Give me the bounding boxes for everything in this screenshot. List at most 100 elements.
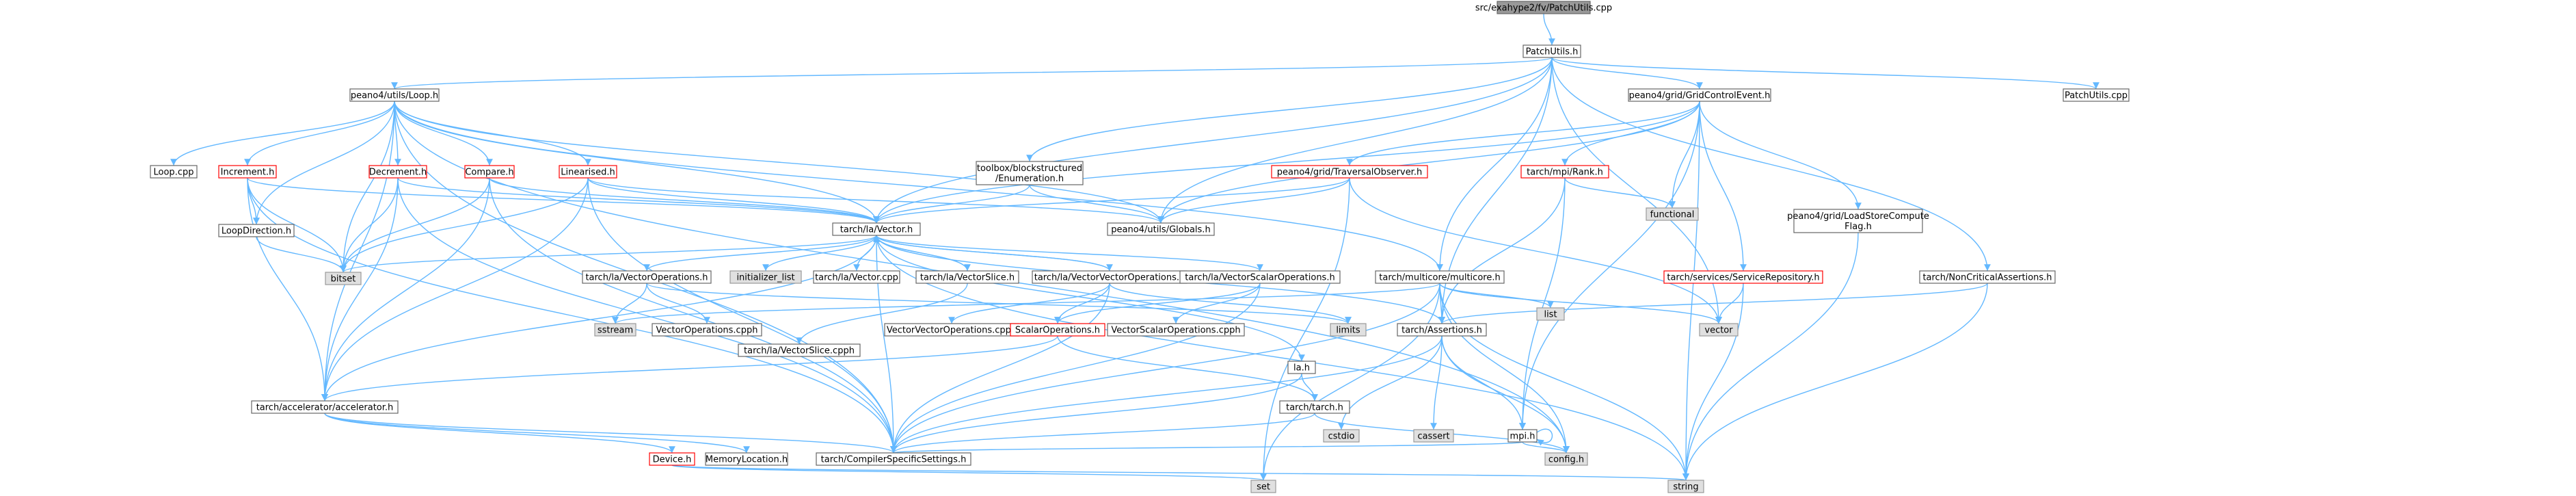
node-vecops_cpp[interactable]: VectorOperations.cpph: [652, 323, 762, 337]
node-label-device: Device.h: [653, 455, 692, 465]
edge-vector_h-to-init_list: [762, 235, 877, 272]
node-box-root: [1497, 1, 1591, 14]
node-box-cstdio: [1323, 429, 1360, 443]
edge-decrement-to-accelerator: [321, 177, 399, 402]
node-label-sstream: sstream: [598, 326, 633, 336]
edge-gridcontrol-to-mpirank: [1561, 101, 1700, 166]
edge-device-to-set: [671, 465, 1267, 481]
node-noncrit[interactable]: tarch/NonCriticalAssertions.h: [1919, 270, 2056, 284]
node-vector_cpp[interactable]: tarch/la/Vector.cpp: [813, 270, 900, 284]
node-box-blockenum: [976, 161, 1084, 185]
edge-vecvecops-to-vector_h: [873, 235, 1110, 272]
node-box-vecscalops: [1179, 270, 1341, 284]
edge-vecscalops-to-vecscalops_cpp: [1172, 283, 1261, 324]
node-globals[interactable]: peano4/utils/Globals.h: [1107, 222, 1215, 236]
node-label-servicerepo: tarch/services/ServiceRepository.h: [1667, 273, 1819, 283]
edge-root-to-patchutils_h: [1543, 13, 1555, 46]
node-label-la_h: la.h: [1293, 363, 1310, 374]
edges-layer: [170, 13, 2099, 481]
node-box-vector_cpp: [813, 270, 900, 284]
node-memloc[interactable]: MemoryLocation.h: [705, 452, 788, 466]
node-vecslice_cpp[interactable]: tarch/la/VectorSlice.cpph: [738, 343, 861, 357]
node-vecscalops_cpp[interactable]: VectorScalarOperations.cpph: [1107, 323, 1245, 337]
node-box-decrement: [368, 165, 427, 179]
node-label-increment: Increment.h: [221, 168, 275, 178]
edge-multicore-to-compiler: [890, 283, 1440, 454]
node-assertions[interactable]: tarch/Assertions.h: [1397, 323, 1487, 337]
node-box-patchutils_cpp: [2063, 88, 2130, 102]
node-label-noncrit: tarch/NonCriticalAssertions.h: [1922, 273, 2052, 283]
edge-vector_h-to-vecops: [643, 235, 877, 272]
node-vector_h[interactable]: tarch/la/Vector.h: [832, 222, 921, 236]
edge-assertions-to-compiler: [890, 335, 1443, 454]
node-label-compare: Compare.h: [465, 168, 513, 178]
node-box-sstream: [594, 323, 636, 337]
node-decrement[interactable]: Decrement.h: [368, 165, 427, 179]
node-gridcontrol[interactable]: peano4/grid/GridControlEvent.h: [1628, 88, 1771, 102]
node-linearised[interactable]: Linearised.h: [559, 165, 617, 179]
node-mpirank[interactable]: tarch/mpi/Rank.h: [1520, 165, 1609, 179]
node-compiler[interactable]: tarch/CompilerSpecificSettings.h: [816, 452, 971, 466]
edge-patchutils_h-to-vector_h: [873, 57, 1553, 224]
edge-loop_h-to-bitset: [340, 101, 395, 273]
node-label-mpirank: tarch/mpi/Rank.h: [1527, 168, 1603, 178]
node-loop_cpp[interactable]: Loop.cpp: [150, 165, 198, 179]
node-label-blockenum: /Enumeration.h: [995, 174, 1064, 184]
node-box-cassert: [1413, 429, 1454, 443]
node-vecops[interactable]: tarch/la/VectorOperations.h: [582, 270, 712, 284]
edge-accelerator-to-memloc: [324, 413, 750, 454]
node-label-vecops: tarch/la/VectorOperations.h: [585, 273, 708, 283]
edge-loop_h-to-globals: [394, 101, 1164, 224]
node-servicerepo[interactable]: tarch/services/ServiceRepository.h: [1663, 270, 1823, 284]
node-label-patchutils_h: PatchUtils.h: [1526, 47, 1579, 57]
node-mpi_h[interactable]: mpi.h: [1507, 429, 1538, 443]
node-label-memloc: MemoryLocation.h: [706, 455, 788, 465]
node-traversal[interactable]: peano4/grid/TraversalObserver.h: [1271, 165, 1428, 179]
node-label-vecslice: tarch/la/VectorSlice.h: [920, 273, 1015, 283]
edge-servicerepo-to-string: [1682, 283, 1744, 481]
node-accelerator[interactable]: tarch/accelerator/accelerator.h: [251, 400, 399, 414]
node-loop_h[interactable]: peano4/utils/Loop.h: [349, 88, 440, 102]
edge-vector_h-to-bitset: [340, 235, 877, 273]
node-box-mpirank: [1520, 165, 1609, 179]
edge-gridcontrol-to-vector_h: [873, 101, 1700, 224]
node-root[interactable]: src/exahype2/fv/PatchUtils.cpp: [1475, 1, 1612, 14]
node-label-loadstore: Flag.h: [1844, 222, 1872, 232]
node-multicore[interactable]: tarch/multicore/multicore.h: [1375, 270, 1505, 284]
node-box-vector_h: [832, 222, 921, 236]
node-string: string: [1667, 480, 1704, 493]
node-box-vecslice_cpp: [738, 343, 861, 357]
node-loopdir[interactable]: LoopDirection.h: [218, 224, 295, 237]
edge-multicore-to-list: [1439, 283, 1554, 309]
node-box-patchutils_h: [1522, 44, 1581, 58]
node-la_h[interactable]: la.h: [1287, 361, 1316, 374]
node-patchutils_cpp[interactable]: PatchUtils.cpp: [2063, 88, 2130, 102]
node-vecvecops[interactable]: tarch/la/VectorVectorOperations.h: [1032, 270, 1188, 284]
edge-accelerator-to-device: [324, 413, 675, 454]
node-vecvecops_cpp[interactable]: VectorVectorOperations.cpph: [884, 323, 1019, 337]
node-scalarops[interactable]: ScalarOperations.h: [1010, 323, 1105, 337]
node-blockenum[interactable]: toolbox/blockstructured/Enumeration.h: [976, 161, 1084, 185]
edge-traversal-to-set: [1260, 177, 1350, 481]
edge-linearised-to-vector_h: [587, 177, 880, 224]
node-box-mpi_h: [1507, 429, 1538, 443]
node-compare[interactable]: Compare.h: [464, 165, 515, 179]
node-vecscalops[interactable]: tarch/la/VectorScalarOperations.h: [1179, 270, 1341, 284]
node-box-compare: [464, 165, 515, 179]
node-increment[interactable]: Increment.h: [218, 165, 277, 179]
edge-increment-to-vector_h: [247, 177, 880, 224]
node-box-assertions: [1397, 323, 1487, 337]
node-device[interactable]: Device.h: [649, 452, 695, 466]
node-label-traversal: peano4/grid/TraversalObserver.h: [1277, 168, 1422, 178]
node-box-la_h: [1287, 361, 1316, 374]
node-box-limits: [1330, 323, 1367, 337]
node-tarch_h[interactable]: tarch/tarch.h: [1279, 400, 1350, 414]
node-vecslice[interactable]: tarch/la/VectorSlice.h: [915, 270, 1019, 284]
node-patchutils_h[interactable]: PatchUtils.h: [1522, 44, 1581, 58]
edge-compare-to-accelerator: [321, 177, 490, 402]
edge-gridcontrol-to-globals: [1157, 101, 1700, 224]
node-label-patchutils_cpp: PatchUtils.cpp: [2065, 91, 2128, 101]
edge-traversal-to-vector_h: [873, 177, 1350, 224]
node-box-vecops: [582, 270, 712, 284]
